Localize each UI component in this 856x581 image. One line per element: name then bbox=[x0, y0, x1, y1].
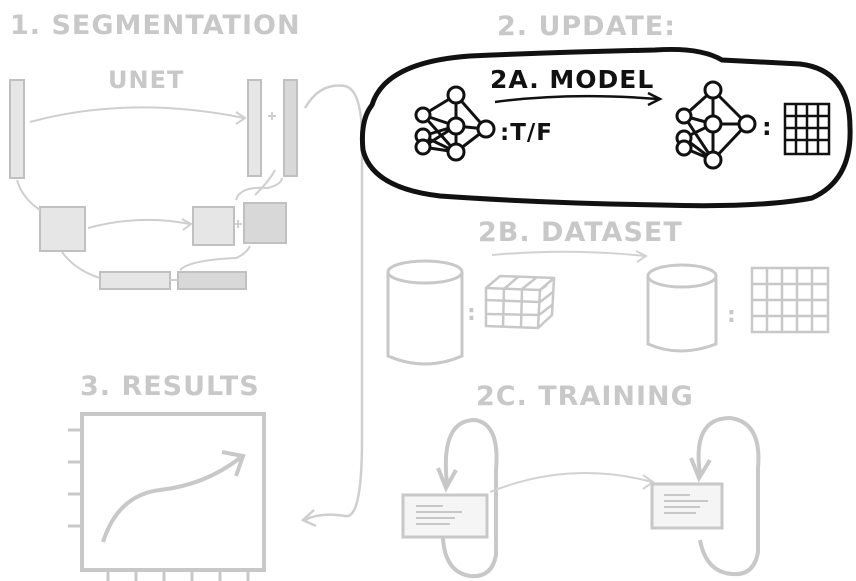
unet-decoder-block-2a bbox=[192, 206, 235, 246]
skip-arrow-mid bbox=[87, 218, 191, 229]
skip-arrow-top bbox=[29, 106, 245, 123]
up-path-2 bbox=[235, 177, 283, 201]
down-path-2 bbox=[61, 251, 101, 279]
database-icon-left bbox=[386, 259, 464, 366]
volume-cube-icon bbox=[484, 274, 556, 330]
results-trend-curve bbox=[101, 456, 242, 543]
flow-connector bbox=[300, 84, 364, 528]
unet-encoder-bar-1 bbox=[9, 79, 25, 179]
training-section: 2C. TRAINING bbox=[401, 381, 761, 579]
results-x-ticks bbox=[106, 570, 250, 581]
seg-to-update-arrow bbox=[303, 84, 364, 522]
dataset-section: 2B. DATASET : : bbox=[386, 217, 830, 366]
model-title: 2A. MODEL bbox=[490, 65, 654, 94]
dataset-separator-left: : bbox=[467, 301, 477, 326]
segmentation-section: 1. SEGMENTATION UNET bbox=[9, 10, 301, 290]
grid-output-icon bbox=[783, 102, 831, 156]
plus-top bbox=[268, 112, 276, 120]
plus-mid bbox=[234, 220, 242, 228]
unet-bottleneck-1 bbox=[99, 271, 171, 290]
model-update-arrow bbox=[494, 94, 659, 104]
segmentation-title: 1. SEGMENTATION bbox=[10, 10, 301, 41]
training-card-left bbox=[401, 493, 489, 539]
dataset-update-arrow bbox=[491, 250, 646, 257]
training-title: 2C. TRAINING bbox=[476, 381, 694, 412]
dataset-separator-right: : bbox=[727, 303, 737, 328]
unet-decoder-bar-1 bbox=[247, 79, 262, 177]
training-loop-right bbox=[689, 415, 761, 577]
results-trend-arrowhead bbox=[221, 450, 246, 477]
model-output-separator: : bbox=[762, 113, 773, 141]
model-output-label: :T/F bbox=[500, 120, 553, 146]
unet-decoder-bar-2 bbox=[283, 79, 298, 177]
unet-encoder-block-2 bbox=[39, 206, 86, 252]
database-icon-right bbox=[646, 263, 718, 353]
update-title: 2. UPDATE: bbox=[497, 11, 676, 42]
down-path-1 bbox=[16, 179, 41, 211]
training-loop-left bbox=[436, 417, 499, 579]
results-y-ticks bbox=[68, 428, 82, 528]
results-section: 3. RESULTS bbox=[68, 371, 266, 581]
unet-decoder-block-2b bbox=[243, 202, 287, 244]
training-update-arrow bbox=[489, 472, 653, 493]
dataset-title: 2B. DATASET bbox=[478, 217, 683, 248]
unet-label: UNET bbox=[108, 66, 184, 94]
updated-neural-network-icon bbox=[675, 80, 757, 170]
results-plot-frame bbox=[80, 412, 266, 572]
neural-network-icon bbox=[414, 85, 496, 162]
training-card-right bbox=[650, 482, 724, 530]
results-plot bbox=[68, 412, 266, 581]
model-highlight-bubble bbox=[359, 46, 853, 209]
unet-diagram bbox=[9, 79, 298, 290]
results-title: 3. RESULTS bbox=[80, 371, 260, 402]
up-path-1 bbox=[179, 245, 251, 271]
grid-label-icon bbox=[750, 266, 830, 334]
unet-connections bbox=[16, 106, 283, 281]
update-section: 2. UPDATE: 2A. MODEL :T/F bbox=[359, 11, 853, 209]
unet-bottleneck-2 bbox=[177, 271, 247, 290]
